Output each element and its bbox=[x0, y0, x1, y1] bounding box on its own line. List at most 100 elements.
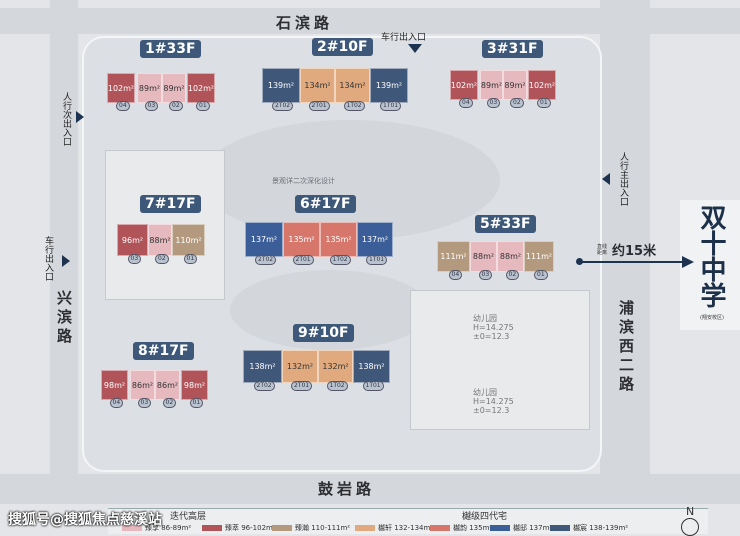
unit-area[interactable]: 132m² bbox=[282, 350, 318, 383]
building-label[interactable]: 8#17F bbox=[133, 342, 194, 360]
road-label-east: 浦滨西二路 bbox=[617, 300, 635, 395]
entrance-arrow-icon bbox=[62, 255, 70, 267]
school-sub: (翔安校区) bbox=[700, 315, 724, 321]
school-name: 双十中学 bbox=[696, 204, 726, 308]
unit-tag: 04 bbox=[109, 398, 124, 408]
unit-area[interactable]: 137m² bbox=[357, 222, 393, 257]
building-label[interactable]: 5#33F bbox=[475, 215, 536, 233]
unit-tag: 2T02 bbox=[253, 381, 275, 391]
building-label[interactable]: 1#33F bbox=[140, 40, 201, 58]
legend-group-1: 迭代高层 bbox=[170, 512, 207, 522]
unit-area[interactable]: 102m² bbox=[528, 70, 556, 100]
unit-area[interactable]: 135m² bbox=[320, 222, 357, 257]
legend-swatch bbox=[550, 525, 570, 531]
distance-value: 约15米 bbox=[612, 244, 657, 259]
unit-area[interactable]: 102m² bbox=[187, 73, 215, 103]
unit-area[interactable]: 88m² bbox=[148, 224, 172, 256]
unit-area[interactable]: 135m² bbox=[283, 222, 320, 257]
unit-tag: 01 bbox=[189, 398, 204, 408]
entrance-label-top-vehicle: 车行出入口 bbox=[381, 33, 427, 43]
unit-tag: 01 bbox=[534, 270, 548, 280]
unit-area[interactable]: 86m² bbox=[155, 370, 180, 400]
unit-area[interactable]: 98m² bbox=[101, 370, 128, 400]
legend-swatch bbox=[490, 525, 510, 531]
legend-label: 樾邸 137m² bbox=[513, 524, 553, 532]
unit-area[interactable]: 88m² bbox=[470, 241, 497, 272]
distance-arrow-dot bbox=[576, 258, 583, 265]
entrance-arrow-icon bbox=[408, 44, 422, 53]
unit-area[interactable]: 111m² bbox=[524, 241, 554, 272]
unit-tag: 03 bbox=[137, 398, 152, 408]
unit-area[interactable]: 137m² bbox=[245, 222, 283, 257]
unit-area[interactable]: 110m² bbox=[172, 224, 205, 256]
legend-item: 樾轩 132-134m² bbox=[355, 523, 433, 533]
road-label-west: 兴滨路 bbox=[55, 290, 73, 347]
unit-tag: 03 bbox=[486, 98, 501, 108]
unit-tag: 04 bbox=[116, 101, 130, 111]
entrance-label-left-vehicle: 车行出入口 bbox=[43, 236, 53, 281]
legend-label: 樾韵 135m² bbox=[453, 524, 493, 532]
unit-area[interactable]: 139m² bbox=[262, 68, 300, 103]
building-label[interactable]: 3#31F bbox=[482, 40, 543, 58]
legend-item: 臻瀚 110-111m² bbox=[272, 523, 350, 533]
legend-item: 樾韵 135m² bbox=[430, 523, 492, 533]
unit-area[interactable]: 86m² bbox=[130, 370, 155, 400]
building-label[interactable]: 6#17F bbox=[295, 195, 356, 213]
legend-group-2: 樾级四代宅 bbox=[462, 512, 508, 522]
unit-area[interactable]: 88m² bbox=[497, 241, 524, 272]
kindergarten-block bbox=[410, 290, 590, 430]
unit-tag: 01 bbox=[537, 98, 551, 108]
unit-area[interactable]: 89m² bbox=[480, 70, 503, 100]
unit-area[interactable]: 138m² bbox=[243, 350, 282, 383]
unit-area[interactable]: 89m² bbox=[162, 73, 186, 103]
road-label-north: 石滨路 bbox=[276, 14, 334, 32]
building-label[interactable]: 9#10F bbox=[293, 324, 354, 342]
unit-area[interactable]: 132m² bbox=[318, 350, 353, 383]
legend-item: 樾邸 137m² bbox=[490, 523, 552, 533]
unit-tag: 1T02 bbox=[329, 255, 351, 265]
legend-label: 臻享 86-89m² bbox=[145, 524, 192, 532]
road-west bbox=[50, 0, 78, 500]
unit-area[interactable]: 111m² bbox=[437, 241, 470, 272]
arrow-head-icon bbox=[682, 256, 694, 268]
legend-item: 臻享 86-89m² bbox=[122, 523, 191, 533]
road-label-south: 鼓岩路 bbox=[318, 480, 376, 498]
unit-tag: 02 bbox=[510, 98, 524, 108]
unit-area[interactable]: 139m² bbox=[370, 68, 408, 103]
legend-swatch bbox=[355, 525, 375, 531]
legend-swatch bbox=[430, 525, 450, 531]
building-label[interactable]: 7#17F bbox=[140, 195, 201, 213]
unit-area[interactable]: 89m² bbox=[137, 73, 162, 103]
unit-tag: 2T02 bbox=[272, 101, 294, 111]
watermark: 搜狐号@搜狐焦点慈溪站 bbox=[8, 512, 162, 528]
unit-tag: 2T01 bbox=[292, 255, 314, 265]
unit-tag: 03 bbox=[127, 254, 142, 264]
road-east bbox=[600, 0, 650, 500]
compass-icon bbox=[681, 518, 699, 536]
unit-tag: 03 bbox=[478, 270, 493, 280]
unit-tag: 1T02 bbox=[343, 101, 365, 111]
unit-area[interactable]: 89m² bbox=[503, 70, 527, 100]
unit-area[interactable]: 134m² bbox=[300, 68, 335, 103]
unit-tag: 02 bbox=[505, 270, 520, 280]
unit-tag: 04 bbox=[459, 98, 473, 108]
legend-swatch bbox=[122, 525, 142, 531]
unit-tag: 01 bbox=[196, 101, 210, 111]
building-label[interactable]: 2#10F bbox=[312, 38, 373, 56]
unit-area[interactable]: 96m² bbox=[117, 224, 148, 256]
legend-label: 樾宸 138-139m² bbox=[573, 524, 629, 532]
distance-caption: 直线距离 bbox=[597, 244, 608, 256]
unit-area[interactable]: 102m² bbox=[107, 73, 135, 103]
unit-tag: 02 bbox=[162, 398, 177, 408]
entrance-arrow-icon bbox=[76, 111, 84, 123]
unit-area[interactable]: 134m² bbox=[335, 68, 370, 103]
landscape-area bbox=[200, 120, 500, 240]
unit-tag: 2T01 bbox=[308, 101, 330, 111]
unit-area[interactable]: 98m² bbox=[181, 370, 208, 400]
unit-area[interactable]: 138m² bbox=[353, 350, 390, 383]
legend-item: 臻萃 96-102m² bbox=[202, 523, 276, 533]
unit-tag: 02 bbox=[169, 101, 183, 111]
unit-area[interactable]: 102m² bbox=[450, 70, 478, 100]
